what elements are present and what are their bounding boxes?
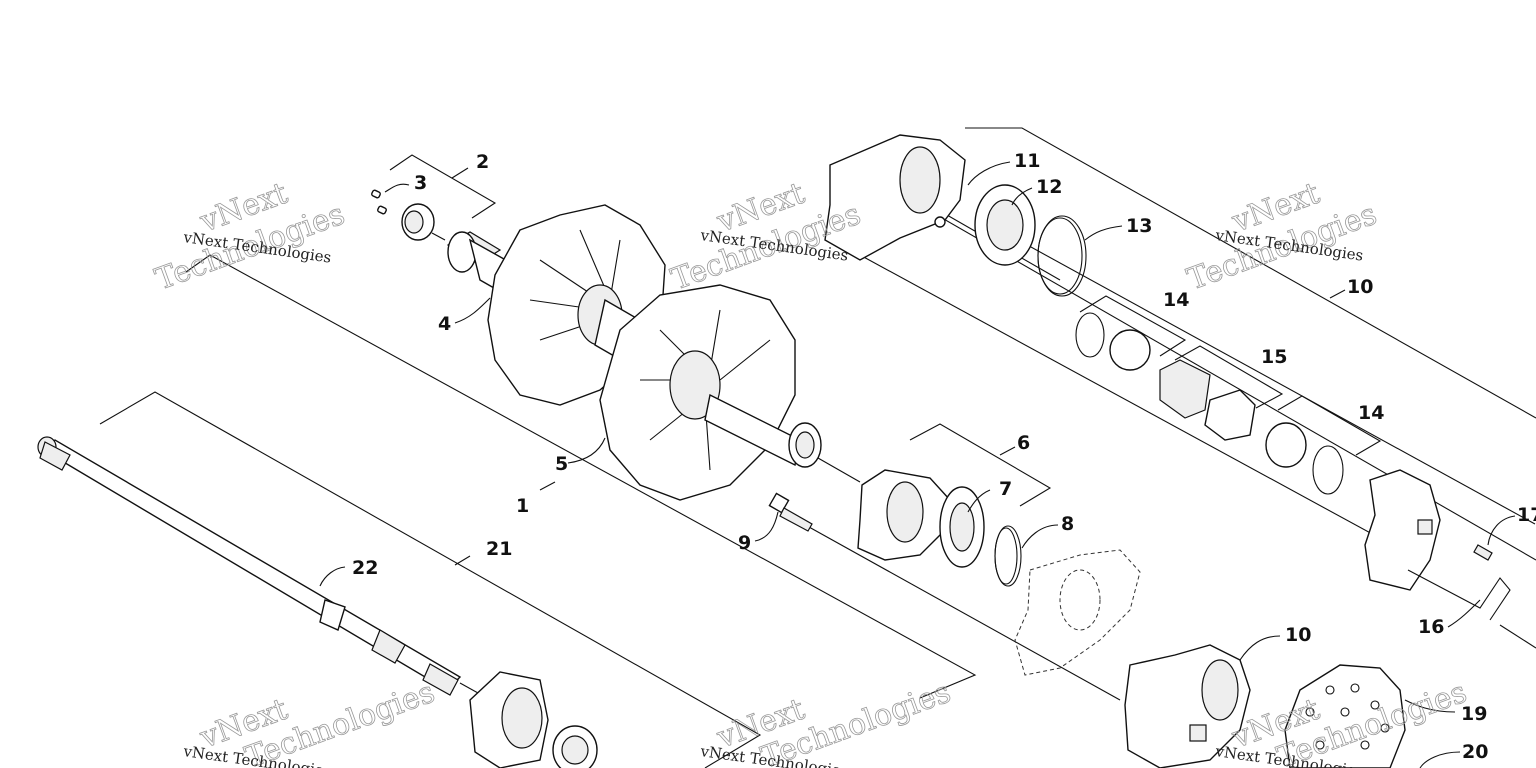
flange-bearing-6-8 bbox=[857, 469, 1022, 587]
callout-4: 4 bbox=[438, 313, 451, 335]
callout-5: 5 bbox=[555, 453, 568, 475]
callout-8: 8 bbox=[1061, 513, 1074, 535]
callout-16: 16 bbox=[1418, 616, 1444, 638]
leader-lines bbox=[319, 161, 1516, 768]
callout-11: 11 bbox=[1014, 150, 1040, 172]
watermark-top-left: vNext Technologies vNext Technologies bbox=[150, 175, 349, 297]
bearing-rings-11-13 bbox=[974, 184, 1087, 297]
callout-6: 6 bbox=[1017, 432, 1030, 454]
callout-19: 19 bbox=[1461, 703, 1487, 725]
callout-10a: 10 bbox=[1347, 276, 1373, 298]
right-brake-caliper bbox=[1364, 469, 1536, 649]
part-22-axle-shaft bbox=[37, 436, 462, 696]
bottom-brake-caliper bbox=[1124, 644, 1251, 768]
callout-9: 9 bbox=[738, 532, 751, 554]
callout-14a: 14 bbox=[1163, 289, 1189, 311]
callout-1: 1 bbox=[516, 495, 529, 517]
callout-labels: 2 3 4 5 1 9 6 7 8 11 12 13 10 14 15 14 1… bbox=[352, 150, 1536, 763]
drive-sprocket-assembly bbox=[446, 204, 822, 501]
callout-22: 22 bbox=[352, 557, 378, 579]
part-9-bolt bbox=[768, 492, 813, 532]
top-bearing-housing bbox=[824, 134, 966, 261]
callout-3: 3 bbox=[414, 172, 427, 194]
callout-20: 20 bbox=[1462, 741, 1488, 763]
watermark-bottom-left: vNext Technologies vNext Technologies bbox=[181, 674, 439, 768]
group-brackets bbox=[99, 127, 1536, 768]
bottom-housing bbox=[469, 671, 598, 768]
pads-spacers-14-15 bbox=[1075, 312, 1344, 495]
callout-12: 12 bbox=[1036, 176, 1062, 198]
watermark-bottom-center: vNext Technologies vNext Technologies bbox=[698, 674, 955, 768]
callout-21: 21 bbox=[486, 538, 512, 560]
callout-13: 13 bbox=[1126, 215, 1152, 237]
part-19-brake-disc bbox=[1284, 664, 1406, 768]
callout-15: 15 bbox=[1261, 346, 1287, 368]
callout-2: 2 bbox=[476, 151, 489, 173]
callout-14b: 14 bbox=[1358, 402, 1384, 424]
callout-10b: 10 bbox=[1285, 624, 1311, 646]
part-3-plugs bbox=[371, 189, 435, 241]
callout-17: 17 bbox=[1517, 504, 1536, 526]
callout-7: 7 bbox=[999, 478, 1012, 500]
dashed-gasket bbox=[1014, 549, 1141, 676]
